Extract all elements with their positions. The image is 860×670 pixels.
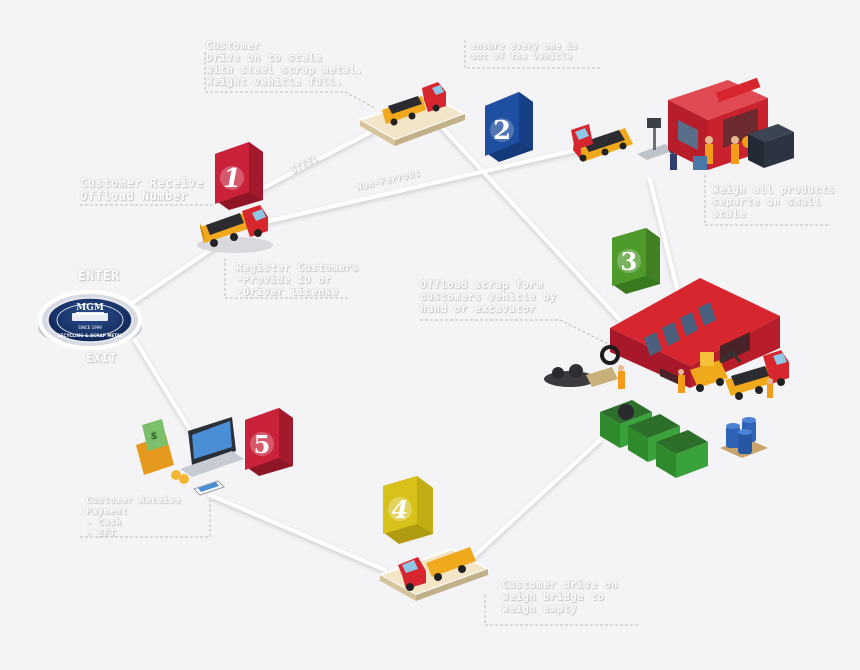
- step-3-number: 3: [621, 247, 638, 276]
- note-weigh-products: Weigh all products separte on small scal…: [712, 184, 835, 220]
- weighbridge-full-icon: [357, 82, 468, 146]
- step-cube-2: 2: [485, 92, 533, 162]
- step-5-number: 5: [254, 430, 271, 459]
- truck-step1-icon: [197, 205, 273, 253]
- path-scale-to-shed: [438, 123, 622, 322]
- dark-bin-top-right-icon: [748, 124, 794, 168]
- scrap-pile-icon: [544, 345, 685, 393]
- step-cube-3: 3: [612, 228, 660, 294]
- svg-text:$: $: [151, 431, 158, 442]
- payment-icon: $: [136, 417, 244, 496]
- step-cube-1: 1: [215, 142, 263, 210]
- note-offload: Offload scrap form customers vehicle by …: [420, 279, 557, 315]
- step-cube-4: 4: [383, 476, 433, 544]
- logo-name: MGM: [76, 303, 104, 313]
- exit-label: EXIT: [86, 351, 117, 365]
- logo-since: SINCE 1999: [78, 325, 102, 330]
- enter-label: ENTER: [78, 269, 120, 284]
- path-step1-to-nonferrous: [263, 146, 587, 224]
- path-bins-to-step4: [468, 438, 602, 562]
- note-drive-empty: Customer drive on weigh bridge to weigh …: [502, 579, 618, 615]
- path-enter-to-step1: [123, 238, 227, 310]
- leader-lines: [80, 40, 830, 626]
- step-2-number: 2: [493, 116, 511, 146]
- green-bins-icon: [600, 400, 708, 478]
- path-step4-to-payment: [208, 493, 387, 572]
- truck-at-shed-icon: [725, 350, 789, 400]
- step-1-number: 1: [223, 164, 241, 194]
- step-4-number: 4: [392, 495, 409, 524]
- workers-top-right-icon: [693, 136, 739, 170]
- weighbridge-empty-icon: [377, 547, 491, 601]
- nonferrous-scale-icon: [571, 118, 677, 170]
- note-receive-number: Customer Receive Offload Number: [80, 176, 204, 203]
- note-register: Register Customers -Provide ID or -Drive…: [236, 262, 359, 298]
- step-cube-1-face: [215, 142, 249, 204]
- excavator-icon: [690, 349, 742, 392]
- note-ensure: ensure every one is out of the vehicle: [471, 42, 578, 62]
- note-drive-on: Customer Drive on to scale with steel sc…: [206, 40, 363, 88]
- step-cube-5: 5: [245, 408, 293, 476]
- mgm-logo: MGM SINCE 1999 RECYCLING & SCRAP METAL: [38, 290, 142, 350]
- logo-ring-text: RECYCLING & SCRAP METAL: [57, 333, 123, 338]
- blue-barrels-icon: [720, 417, 768, 458]
- path-nonferrous-to-shed: [648, 178, 682, 302]
- note-payment: Customer Receive Payment - Cash - EFT: [86, 496, 181, 539]
- path-payment-to-exit: [133, 338, 192, 432]
